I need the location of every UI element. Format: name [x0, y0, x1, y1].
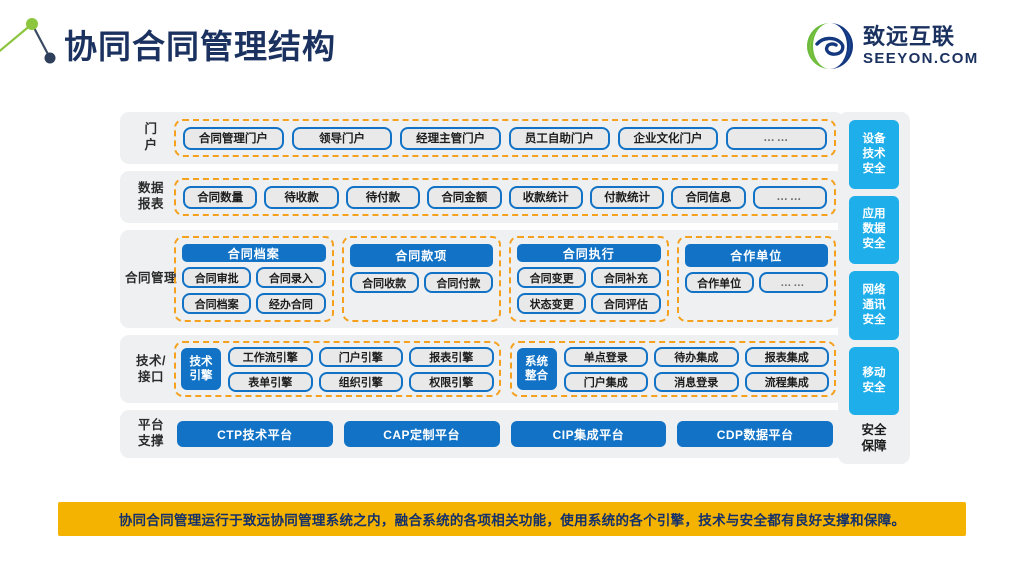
tech-item[interactable]: 门户引擎: [318, 346, 403, 367]
report-item[interactable]: 待付款: [345, 185, 421, 209]
report-item[interactable]: 合同金额: [427, 185, 502, 209]
platform-items: CTP技术平台 CAP定制平台 CIP集成平台 CDP数据平台: [174, 421, 836, 447]
layer-label-contract-management: 合同管理: [124, 271, 178, 286]
portal-item[interactable]: 员工自助门户: [509, 126, 610, 150]
contract-group-header[interactable]: 合作单位: [684, 244, 828, 267]
security-item[interactable]: 应用数据安全: [849, 195, 899, 264]
tech-item[interactable]: 待办集成: [654, 346, 739, 367]
portal-item[interactable]: 经理主管门户: [400, 126, 502, 150]
contract-subitems: 合作单位……: [684, 272, 828, 293]
platform-item[interactable]: CAP定制平台: [343, 421, 500, 447]
contract-groups: 合同档案合同审批合同录入合同档案经办合同合同款项合同收款合同付款合同执行合同变更…: [174, 236, 836, 322]
contract-subitem[interactable]: 合同档案: [182, 293, 252, 314]
contract-subitems: 合同审批合同录入合同档案经办合同: [182, 267, 326, 314]
tech-item[interactable]: 单点登录: [563, 346, 648, 367]
logo-text-cn: 致远互联: [863, 24, 956, 49]
tech-column: 门户引擎组织引擎: [318, 346, 403, 392]
contract-subitems: 合同收款合同付款: [349, 272, 493, 293]
report-item[interactable]: ……: [752, 185, 827, 209]
report-item[interactable]: 合同信息: [671, 185, 746, 209]
contract-group: 合作单位合作单位……: [676, 236, 836, 322]
portal-item[interactable]: ……: [726, 126, 828, 150]
platform-item[interactable]: CTP技术平台: [177, 421, 333, 447]
layer-label-reports: 数据报表: [137, 181, 164, 211]
tech-group-grid: 单点登录门户集成待办集成消息登录报表集成流程集成: [563, 346, 829, 392]
contract-group-header[interactable]: 合同执行: [517, 244, 661, 262]
security-column-label: 安全保障: [861, 423, 887, 453]
brand-logo: 致远互联 SEEYON.COM: [806, 18, 1006, 74]
tech-column: 单点登录门户集成: [563, 346, 648, 392]
page-header: 协同合同管理结构 致远互联 SEEYON.COM: [0, 0, 1024, 92]
report-item[interactable]: 收款统计: [508, 185, 583, 209]
security-item[interactable]: 网络通讯安全: [849, 271, 899, 340]
layer-label-platform-support: 平台支撑: [137, 418, 164, 448]
tech-group-anchor[interactable]: 技术引擎: [181, 348, 221, 390]
contract-group: 合同执行合同变更合同补充状态变更合同评估: [509, 236, 669, 322]
contract-subitem[interactable]: 合作单位: [684, 272, 754, 293]
contract-subitems: 合同变更合同补充状态变更合同评估: [517, 267, 661, 314]
platform-item[interactable]: CIP集成平台: [510, 421, 667, 447]
tech-item[interactable]: 门户集成: [563, 371, 648, 392]
contract-subitem[interactable]: 状态变更: [517, 293, 587, 314]
tech-item[interactable]: 报表集成: [744, 346, 829, 367]
security-item[interactable]: 设备技术安全: [849, 120, 899, 189]
seeyon-swirl-icon: [807, 23, 853, 69]
layer-reports: 数据报表 合同数量待收款待付款合同金额收款统计付款统计合同信息……: [120, 171, 844, 223]
portal-item[interactable]: 企业文化门户: [617, 126, 719, 150]
contract-subitem[interactable]: 合同变更: [517, 267, 587, 288]
layer-portal: 门户 合同管理门户领导门户经理主管门户员工自助门户企业文化门户 ……: [120, 112, 844, 164]
tech-group-grid: 工作流引擎表单引擎门户引擎组织引擎报表引擎权限引擎: [228, 346, 494, 392]
page-title: 协同合同管理结构: [64, 28, 336, 65]
security-item[interactable]: 移动安全: [849, 346, 899, 415]
portal-items-group: 合同管理门户领导门户经理主管门户员工自助门户企业文化门户 ……: [174, 119, 836, 157]
contract-group: 合同款项合同收款合同付款: [341, 236, 501, 322]
platform-item[interactable]: CDP数据平台: [677, 421, 833, 447]
tech-column: 报表引擎权限引擎: [409, 346, 494, 392]
tech-item[interactable]: 组织引擎: [318, 371, 403, 392]
tech-item[interactable]: 表单引擎: [228, 371, 313, 392]
tech-group: 系统整合单点登录门户集成待办集成消息登录报表集成流程集成: [509, 341, 836, 397]
tech-item[interactable]: 消息登录: [654, 371, 739, 392]
architecture-diagram: 门户 合同管理门户领导门户经理主管门户员工自助门户企业文化门户 …… 数据报表 合…: [120, 112, 844, 464]
portal-item[interactable]: 合同管理门户: [183, 126, 284, 150]
layer-label-tech-interface: 技术/接口: [136, 353, 166, 384]
tech-group: 技术引擎工作流引擎表单引擎门户引擎组织引擎报表引擎权限引擎: [174, 341, 501, 397]
tech-item[interactable]: 权限引擎: [409, 371, 494, 392]
contract-group-header[interactable]: 合同档案: [182, 244, 326, 262]
contract-subitem[interactable]: 合同录入: [256, 267, 326, 288]
tech-column: 报表集成流程集成: [744, 346, 829, 392]
tech-group-anchor[interactable]: 系统整合: [516, 348, 557, 390]
reports-items-group: 合同数量待收款待付款合同金额收款统计付款统计合同信息……: [174, 178, 836, 216]
layer-platform-support: 平台支撑 CTP技术平台 CAP定制平台 CIP集成平台 CDP数据平台: [120, 410, 844, 458]
report-item[interactable]: 待收款: [264, 185, 339, 209]
contract-subitem[interactable]: 合同收款: [349, 272, 419, 293]
tech-item[interactable]: 工作流引擎: [228, 346, 313, 367]
logo-text-en: SEEYON.COM: [863, 50, 979, 67]
tech-item[interactable]: 报表引擎: [409, 346, 494, 367]
tech-column: 待办集成消息登录: [654, 346, 739, 392]
contract-subitem[interactable]: 合同审批: [182, 267, 252, 288]
summary-banner: 协同合同管理运行于致远协同管理系统之内，融合系统的各项相关功能，使用系统的各个引…: [58, 502, 966, 536]
contract-subitem[interactable]: ……: [758, 272, 828, 293]
tech-groups: 技术引擎工作流引擎表单引擎门户引擎组织引擎报表引擎权限引擎系统整合单点登录门户集…: [174, 341, 836, 397]
decorative-line-icon: [0, 18, 56, 64]
contract-subitem[interactable]: 经办合同: [256, 293, 326, 314]
security-column: 设备技术安全应用数据安全网络通讯安全移动安全安全保障: [838, 112, 910, 464]
tech-column: 工作流引擎表单引擎: [228, 346, 313, 392]
portal-item[interactable]: 领导门户: [291, 126, 393, 150]
layer-contract-management: 合同管理 合同档案合同审批合同录入合同档案经办合同合同款项合同收款合同付款合同执…: [120, 230, 844, 328]
report-item[interactable]: 付款统计: [589, 185, 665, 209]
contract-subitem[interactable]: 合同评估: [591, 293, 661, 314]
contract-group-header[interactable]: 合同款项: [349, 244, 493, 267]
report-item[interactable]: 合同数量: [183, 185, 258, 209]
contract-group: 合同档案合同审批合同录入合同档案经办合同: [174, 236, 334, 322]
contract-subitem[interactable]: 合同付款: [423, 272, 493, 293]
layer-tech-interface: 技术/接口 技术引擎工作流引擎表单引擎门户引擎组织引擎报表引擎权限引擎系统整合单…: [120, 335, 844, 403]
contract-subitem[interactable]: 合同补充: [591, 267, 661, 288]
layer-label-portal: 门户: [144, 122, 158, 152]
tech-item[interactable]: 流程集成: [744, 371, 829, 392]
